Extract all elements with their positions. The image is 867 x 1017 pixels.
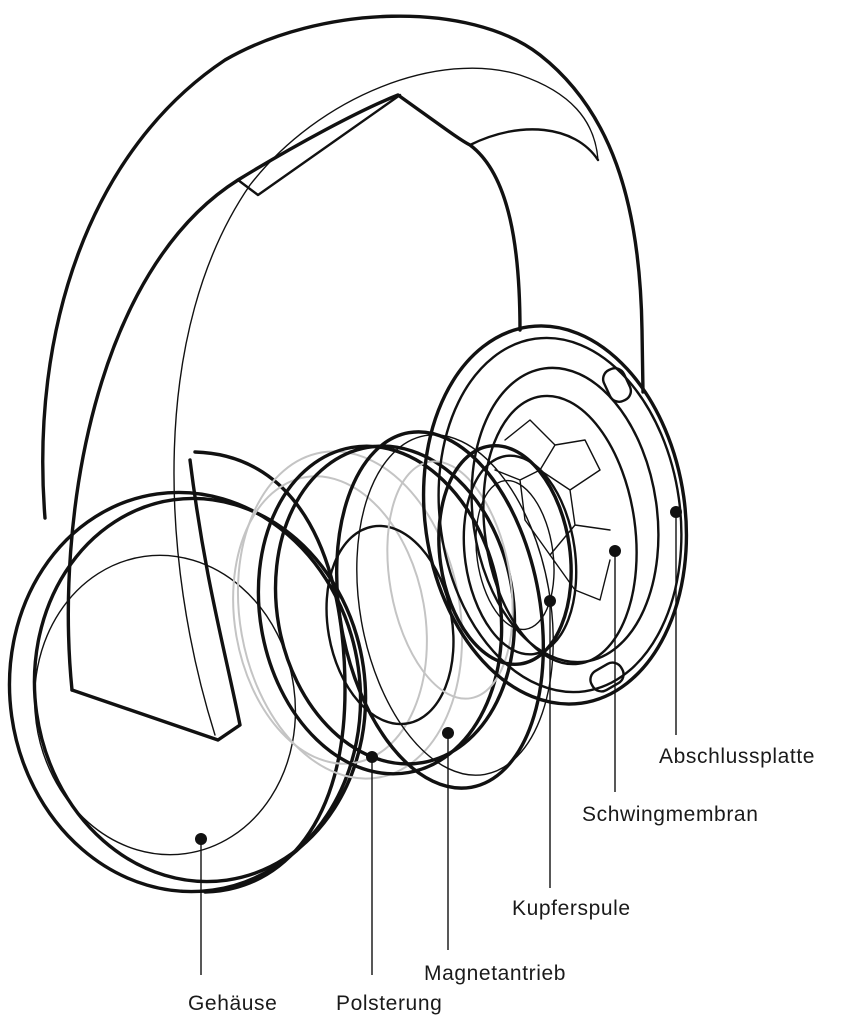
label-kupferspule: Kupferspule xyxy=(512,897,631,920)
label-gehaeuse: Gehäuse xyxy=(188,992,277,1015)
magnetantrieb-marker xyxy=(442,727,454,739)
polsterung-marker xyxy=(366,751,378,763)
abschlussplatte-marker xyxy=(670,506,682,518)
kupferspule-marker xyxy=(544,595,556,607)
gehaeuse-marker xyxy=(195,833,207,845)
label-magnetantrieb: Magnetantrieb xyxy=(424,962,566,985)
label-schwingmembran: Schwingmembran xyxy=(582,803,758,826)
polsterung-rings xyxy=(211,427,539,797)
label-polsterung: Polsterung xyxy=(336,992,442,1015)
schwingmembran-marker xyxy=(609,545,621,557)
label-abschlussplatte: Abschlussplatte xyxy=(659,745,815,768)
gehaeuse-shell xyxy=(0,452,390,914)
